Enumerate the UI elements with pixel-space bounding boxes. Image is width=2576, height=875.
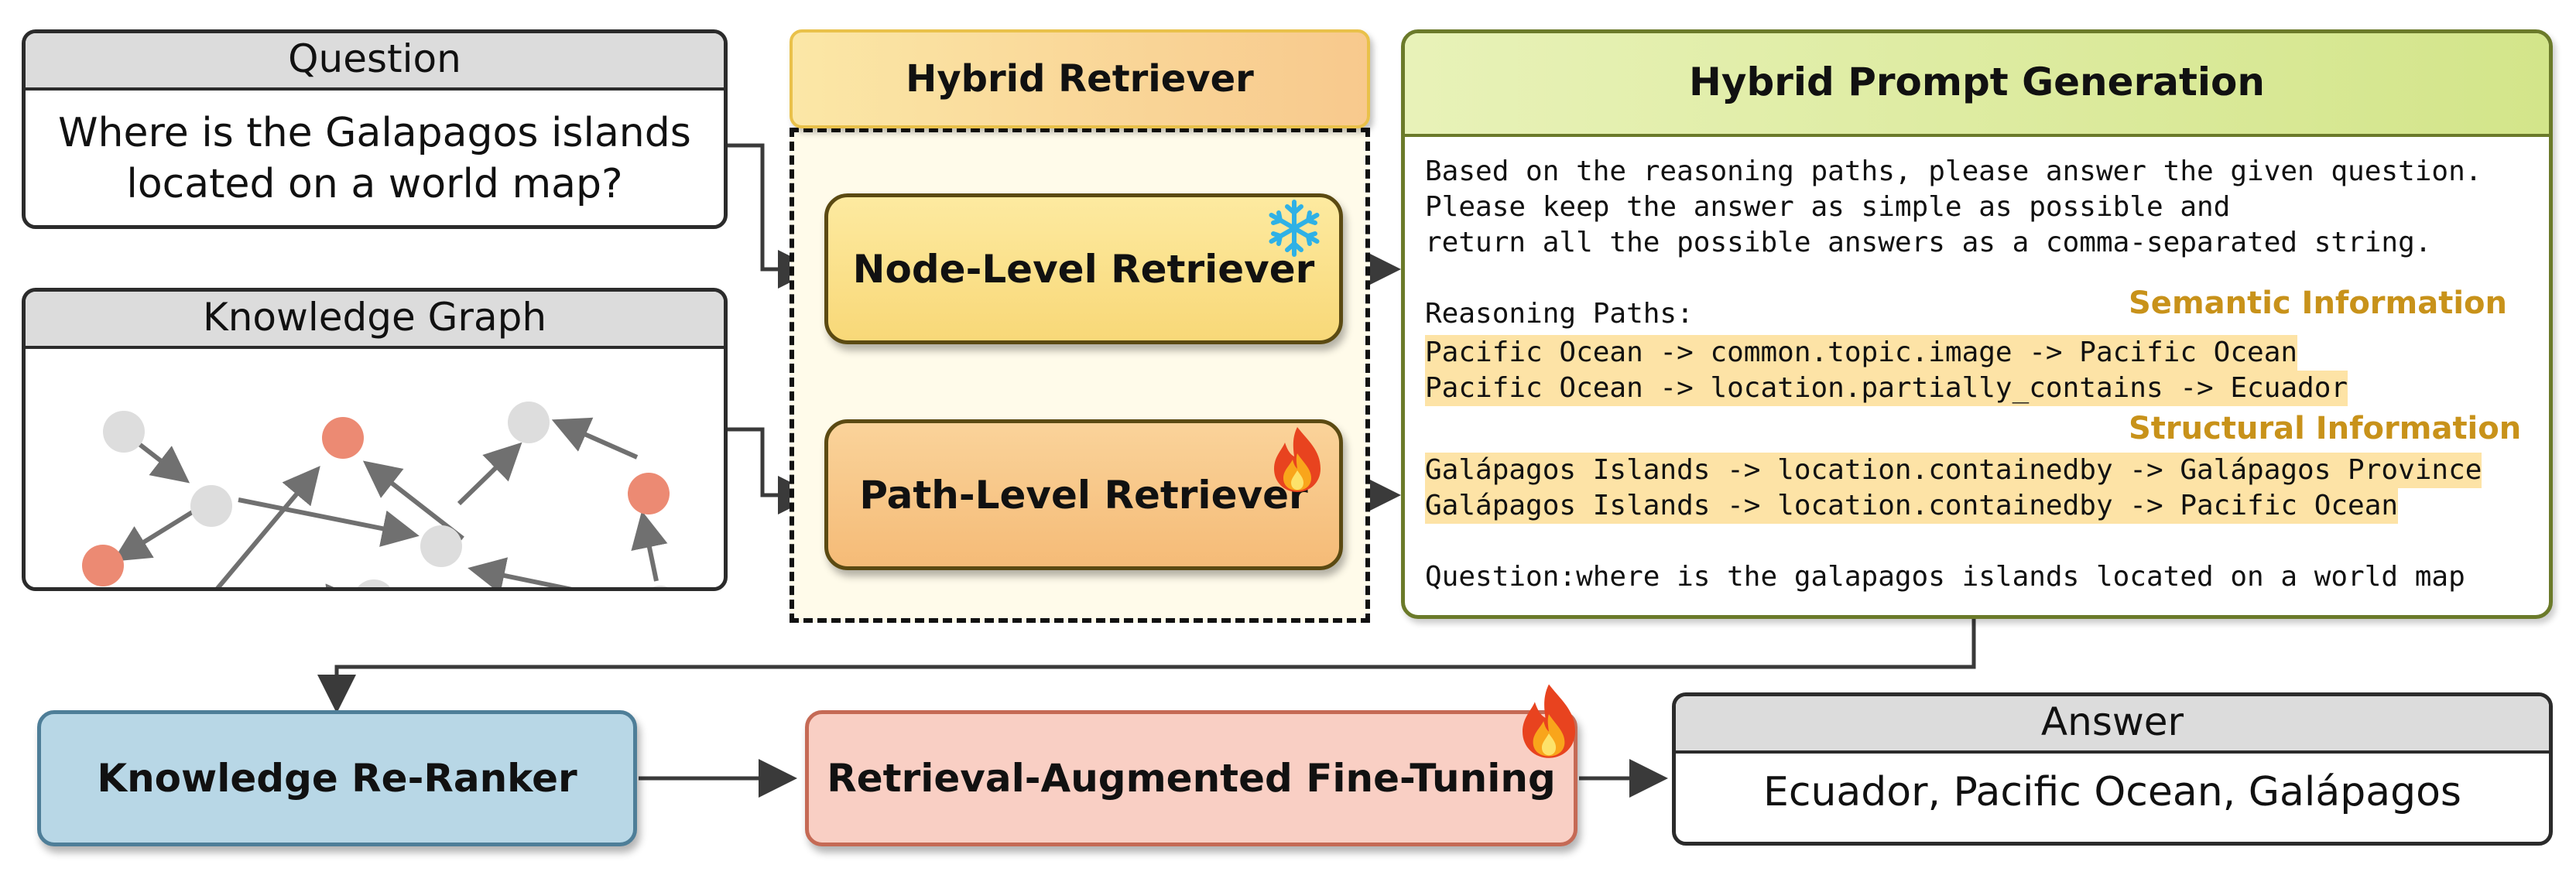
kg-node: [628, 473, 670, 514]
arrow-prompt-to-reranker: [317, 619, 1976, 713]
prompt-question-line: Question:where is the galapagos islands …: [1425, 561, 2465, 593]
kg-edge: [468, 557, 573, 587]
hybrid-prompt-title: Hybrid Prompt Generation: [1405, 33, 2549, 137]
answer-header: Answer: [1676, 696, 2549, 754]
question-header: Question: [26, 33, 724, 91]
knowledge-graph-panel: Knowledge Graph: [22, 288, 728, 591]
prompt-instruction-1: Based on the reasoning paths, please ans…: [1425, 156, 2482, 187]
kg-edge: [631, 511, 668, 582]
question-line-1: Where is the Galapagos islands: [58, 110, 691, 156]
retrieval-augmented-finetuning: Retrieval-Augmented Fine-Tuning: [805, 710, 1577, 846]
fire-icon: [1274, 427, 1321, 492]
semantic-path-1: Pacific Ocean -> common.topic.image -> P…: [1425, 335, 2298, 371]
kg-node: [420, 525, 462, 567]
structural-path-1: Galápagos Islands -> location.containedb…: [1425, 453, 2482, 488]
path-level-retriever: Path-Level Retriever: [824, 419, 1343, 570]
answer-text: Ecuador, Pacific Ocean, Galápagos Provin…: [1763, 769, 2461, 815]
arrow-kg-to-path: [728, 427, 817, 514]
structural-information-label: Structural Information: [2129, 411, 2522, 446]
snowflake-icon: [1269, 200, 1320, 257]
knowledge-graph-header: Knowledge Graph: [26, 292, 724, 349]
structural-path-2: Galápagos Islands -> location.containedb…: [1425, 488, 2399, 524]
hybrid-prompt-panel: Hybrid Prompt Generation Based on the re…: [1401, 29, 2553, 619]
answer-panel: Answer Ecuador, Pacific Ocean, Galápagos…: [1672, 692, 2553, 846]
path-level-retriever-label: Path-Level Retriever: [859, 472, 1308, 518]
knowledge-reranker: Knowledge Re-Ranker: [37, 710, 637, 846]
kg-node: [508, 402, 550, 443]
prompt-instruction-2: Please keep the answer as simple as poss…: [1425, 191, 2231, 223]
kg-node: [103, 411, 145, 453]
node-level-retriever: Node-Level Retriever: [824, 193, 1343, 344]
node-level-retriever-label: Node-Level Retriever: [852, 246, 1315, 292]
reasoning-paths-label: Reasoning Paths:: [1425, 298, 1694, 330]
kg-edge: [215, 466, 320, 587]
prompt-instruction-3: return all the possible answers as a com…: [1425, 227, 2432, 258]
kg-edge: [238, 497, 420, 547]
kg-node: [358, 579, 390, 587]
kg-edge: [551, 417, 639, 460]
arrow-question-to-node: [728, 143, 817, 289]
semantic-path-2: Pacific Ocean -> location.partially_cont…: [1425, 371, 2348, 406]
question-line-2: located on a world map?: [126, 161, 623, 207]
knowledge-graph-diagram: [82, 402, 670, 587]
question-text: Where is the Galapagos islands located o…: [26, 91, 724, 210]
knowledge-reranker-label: Knowledge Re-Ranker: [97, 756, 577, 801]
question-panel: Question Where is the Galapagos islands …: [22, 29, 728, 229]
kg-node: [652, 586, 669, 587]
kg-edge: [457, 442, 522, 506]
kg-node: [322, 417, 364, 459]
semantic-information-label: Semantic Information: [2129, 285, 2507, 321]
kg-edge: [112, 505, 201, 562]
fire-icon: [1523, 684, 1575, 758]
retrieval-augmented-finetuning-label: Retrieval-Augmented Fine-Tuning: [827, 756, 1556, 801]
kg-node: [190, 485, 232, 527]
kg-node: [82, 545, 124, 586]
hybrid-retriever-title: Hybrid Retriever: [790, 29, 1370, 128]
